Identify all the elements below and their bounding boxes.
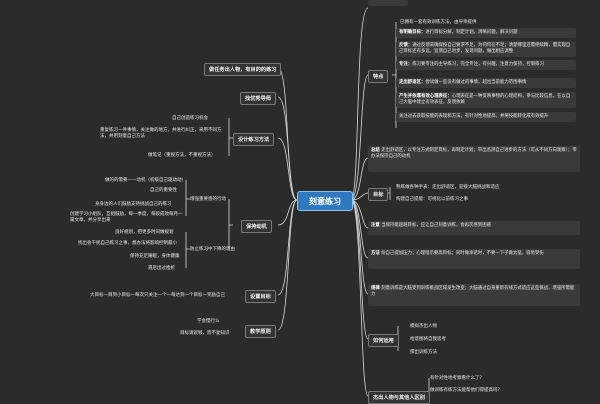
summary-node[interactable]: 总结 走出舒适区，以专注方式制定目标，再制定计划；带出监测自己进步的方法（可从不… xyxy=(368,146,580,172)
feature-text: 练习要专注的主导练习，完全专注，有兴趣，注意力保持，控制练习 xyxy=(412,62,544,67)
teach-item: 目标请就够，而不复知识 xyxy=(180,331,230,336)
feature-item: 专注：练习要专注的主导练习，完全专注，有兴趣，注意力保持，控制练习 xyxy=(396,60,576,70)
apply-item: 给意图将自我思考 xyxy=(410,337,446,342)
branch-design-practice[interactable]: 设计练习方法 xyxy=(233,133,275,146)
note-text: 当保持能超越目标，应让自己刻意训练，会再次感到困惑 xyxy=(381,223,491,228)
branch-features[interactable]: 特点 xyxy=(368,70,389,83)
teach-item: 学会慢行么 xyxy=(197,319,220,324)
motivation-item: 保持充足睡眠，身体健康 xyxy=(130,254,180,259)
motivation-item: 良好规划，把更多时间做规划 xyxy=(115,230,174,235)
branch-identity[interactable]: 做任务出人物，有目的的练习 xyxy=(204,63,282,76)
feature-item: 走出舒适区：尝试做一些没有做过的事情，超出当前能力范围事情 xyxy=(396,78,576,88)
motivation-sub-label: 增强重要感的行动 xyxy=(190,197,226,202)
note-node[interactable]: 注意 当保持能超越目标，应让自己刻意训练，会再次感到困惑 xyxy=(368,221,580,235)
feature-text: 心理表征是一种反映事物的心理结构，参与比较信息。在以自己大脑中建立有效表征，反馈… xyxy=(399,94,571,105)
feature-item: 已拥有一套有效训练方法，由导师提供 xyxy=(400,20,477,25)
note-label: 注意 xyxy=(371,223,380,228)
feature-title: 有明确目标： xyxy=(399,30,426,35)
distinguish-item: 做训练有练方法能帮他们得提高吗？ xyxy=(430,388,502,393)
feature-title: 专注： xyxy=(399,62,413,67)
apply-item: 撰出训练方法 xyxy=(410,350,437,355)
feature-item: 关注过去获取技能的表现和方法，有针对性地提高，并将技能转化成有效提升 xyxy=(396,112,576,122)
method-node[interactable]: 方法 纷自己提加压力；心理暗示要高目标；同时做承诺时，不要一下子做太猛，容易受伤 xyxy=(368,249,580,269)
motivation-item: 自己的重要性 xyxy=(150,188,177,193)
design-item: 重复练习一件事情，关注做的地方，并进行纠正，采用不同方法，并用刻意自己方法 xyxy=(100,128,222,139)
branch-target[interactable]: 目标 xyxy=(368,188,389,201)
branch-teaching-principles[interactable]: 教学原则 xyxy=(245,325,276,338)
target-item: 构建自己提能：可视化以前练习之事 xyxy=(396,197,468,202)
branch-how-to-apply[interactable]: 如何运用 xyxy=(368,334,399,347)
branch-set-goal[interactable]: 设置目标 xyxy=(245,290,276,303)
motivation-sub-label: 防止练习中下降的理由 xyxy=(190,247,235,252)
branch-keep-motivation[interactable]: 保持动机 xyxy=(241,220,272,233)
center-topic[interactable]: 刻意练习 xyxy=(297,191,353,211)
feature-title: 产生并依靠有效心理表征： xyxy=(399,94,452,99)
branch-distinguish[interactable]: 杰出人物与其他人区别 xyxy=(368,391,430,404)
feature-text: 尝试做一些没有做过的事情，超出当前能力范围事情 xyxy=(425,80,527,85)
motivation-item: 创建学习小组队，互相鼓励，每一季度，每段成效每月一篇文章，并分享出来 xyxy=(70,212,183,223)
branch-teacher[interactable]: 找优秀导师 xyxy=(240,92,276,105)
summary-label: 总结 xyxy=(371,148,380,153)
distinguish-item: 有针对性地考察看什么了？ xyxy=(430,376,484,381)
feature-item: 产生并依靠有效心理表征：心理表征是一种反映事物的心理结构，参与比较信息。在以自己… xyxy=(396,92,576,108)
rule-label: 规律 xyxy=(371,286,380,291)
feature-title: 反馈： xyxy=(399,43,413,48)
branch-top-stub[interactable] xyxy=(368,0,408,6)
rule-node[interactable]: 规律 刻意训练是大脑受到训练挑战区域发生改变；大脑通过自身重新有线方式适应这些挑… xyxy=(368,284,580,306)
goal-item: 大目标一目到小目标一每次只关注一个一每达到一个目标一奖励自己 xyxy=(90,293,225,298)
feature-item: 有明确目标：进行目标分解，制定计划，清晰问题，解决问题 xyxy=(396,28,576,38)
motivation-item: 身身边的人们鼓励支持挑战自己的练习 xyxy=(95,202,172,207)
motivation-item: 找出会干扰自己练习之事，想办法将影响控制最小 xyxy=(78,241,177,246)
design-item: 做笔记（重视方法，不重视方法） xyxy=(148,153,216,158)
summary-text: 走出舒适区，以专注方式制定目标，再制定计划；带出监测自己进步的方法（可从不同方向… xyxy=(371,148,577,159)
method-label: 方法 xyxy=(371,251,380,256)
motivation-item: 遇后出过挫折 xyxy=(148,266,175,271)
feature-item: 反馈：通过反馈来确保按自己要求不足，为何何在不足；清楚哪里还需继续精，需实现自己… xyxy=(396,41,576,57)
rule-text: 刻意训练是大脑受到训练挑战区域发生改变；大脑通过自身重新有线方式适应这些挑战，增… xyxy=(371,286,575,297)
motivation-item: 做的的需要——动机（初级自己驱动动） xyxy=(105,178,186,183)
method-text: 纷自己提加压力；心理暗示要高目标；同时做承诺时，不要一下子做太猛，容易受伤 xyxy=(381,251,544,256)
feature-title: 走出舒适区： xyxy=(399,80,426,85)
feature-text: 进行目标分解，制定计划，清晰问题，解决问题 xyxy=(425,30,518,35)
feature-text: 关注过去获取技能的表现和方法，有针对性地提高，并将技能转化成有效提升 xyxy=(399,114,549,119)
design-item: 自己创造练习机会 xyxy=(172,116,208,121)
apply-item: 模拟杰出人物 xyxy=(410,324,437,329)
feature-text: 通过反馈来确保按自己要求不足，为何何在不足；清楚哪里还需继续精，需实现自己目标还… xyxy=(399,43,571,54)
target-item: 熟练做各种手表：走出舒适区，迎接大脑挑战和适应 xyxy=(396,185,500,190)
